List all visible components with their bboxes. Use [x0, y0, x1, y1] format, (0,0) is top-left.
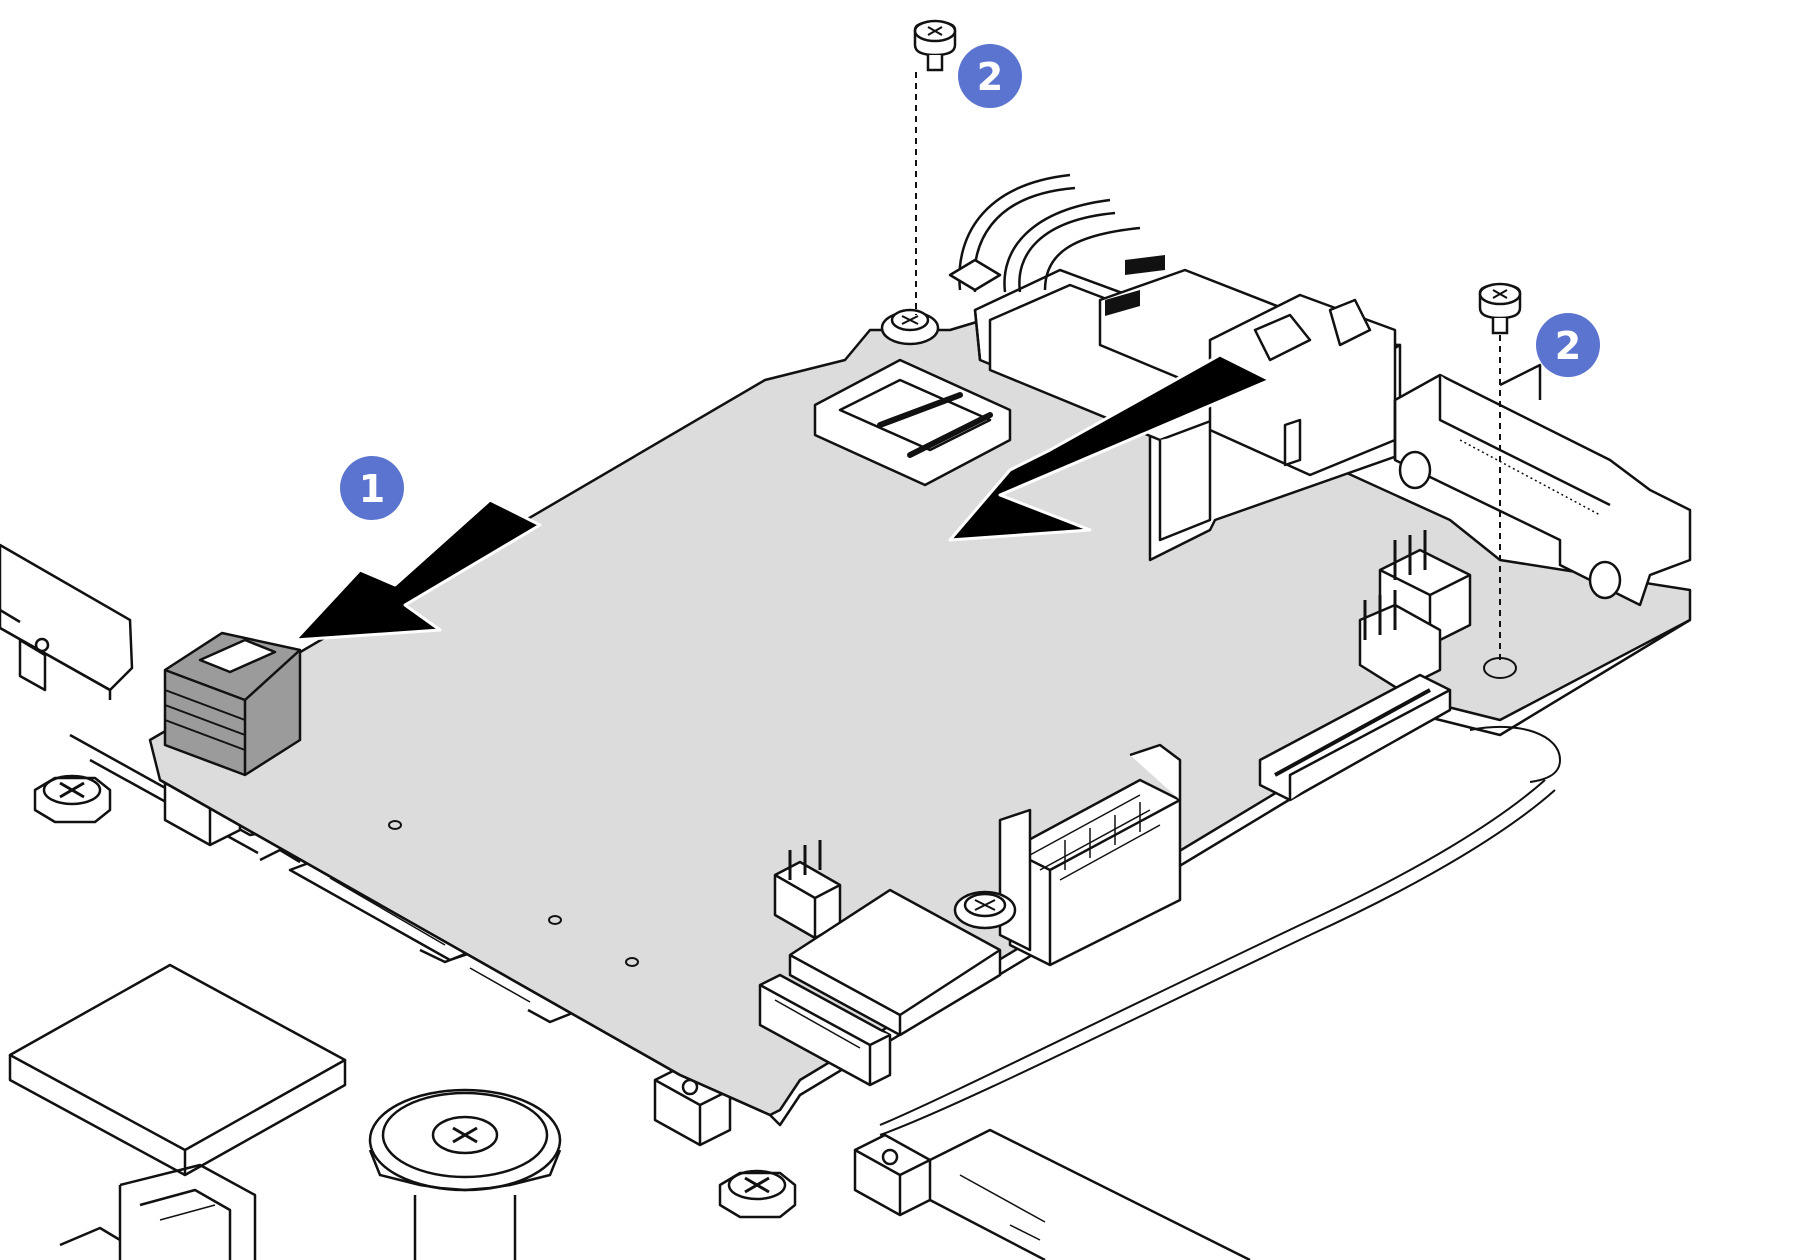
callout-step-1: 1: [340, 456, 404, 520]
io-board: [148, 313, 1692, 1127]
screw-right: [1478, 282, 1522, 335]
arrow-2: [948, 353, 1272, 542]
release-latch: [163, 631, 302, 777]
callout-step-2-top-label: 2: [977, 55, 1003, 99]
callout-step-2-right-label: 2: [1555, 324, 1581, 368]
callout-step-1-label: 1: [359, 467, 385, 511]
callout-step-2-top: 2: [958, 44, 1022, 108]
removed-screws: [913, 19, 1522, 660]
callout-step-2-right: 2: [1536, 313, 1600, 377]
usb-mark: [1105, 255, 1165, 316]
board-components: [758, 173, 1692, 1087]
screw-top: [913, 19, 957, 72]
arrow-1: [293, 498, 542, 642]
slide-arrows: [293, 353, 1272, 642]
